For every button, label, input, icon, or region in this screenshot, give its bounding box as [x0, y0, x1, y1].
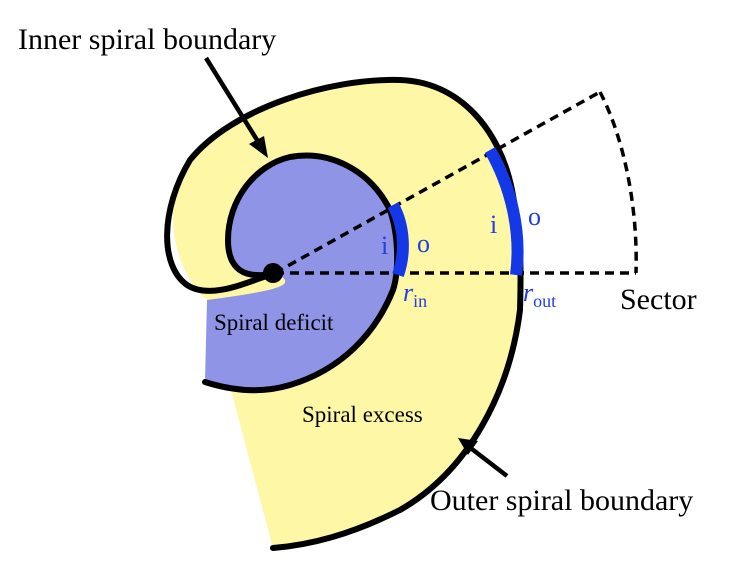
inner-arc-o-marker: o [417, 229, 430, 258]
spiral-deficit-region [205, 155, 398, 391]
outer-boundary-arrow [458, 438, 509, 478]
sector-arc [598, 91, 638, 274]
sector-outline [274, 90, 638, 275]
spiral-deficit-label: Spiral deficit [214, 310, 334, 335]
r-in-label: rin [403, 278, 427, 311]
inner-sector-arc [387, 202, 409, 277]
r-in-symbol: r [403, 278, 414, 307]
r-out-symbol: r [523, 278, 534, 307]
outer-boundary-label: Outer spiral boundary [430, 484, 693, 517]
inner-boundary-label: Inner spiral boundary [18, 23, 276, 56]
outer-spiral-boundary [164, 76, 524, 551]
r-in-subscript: in [413, 291, 427, 311]
spiral-center-point [263, 263, 283, 283]
outer-sector-arc [484, 147, 524, 276]
r-out-label: rout [523, 278, 556, 311]
inner-arc-i-marker: i [381, 231, 388, 260]
spiral-excess-label: Spiral excess [302, 402, 423, 427]
sector-label: Sector [620, 283, 697, 316]
r-out-subscript: out [533, 291, 556, 311]
outer-arc-i-marker: i [490, 210, 497, 239]
inner-boundary-arrow [204, 56, 268, 158]
outer-arc-o-marker: o [528, 202, 541, 231]
sector-ray-diagonal [274, 90, 601, 275]
